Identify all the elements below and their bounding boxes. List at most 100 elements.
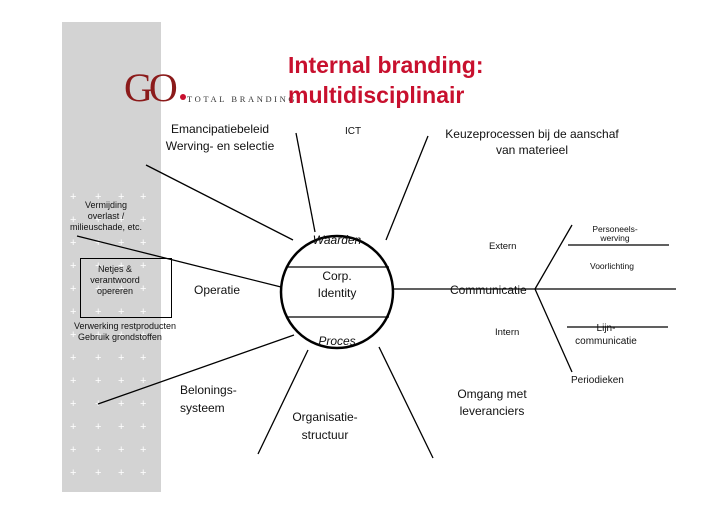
label-suppliers-line-1: Omgang met (457, 387, 527, 401)
spoke-line-suppliers (378, 346, 434, 459)
center-middle-label: Corp. Identity (297, 268, 377, 302)
label-responsible-line-1: Netjes & (97, 264, 132, 274)
plus-icon: + (70, 214, 77, 226)
label-ict: ICT (345, 126, 362, 137)
label-extern: Extern (489, 241, 517, 252)
label-personnel: Personeels- werving (580, 225, 650, 243)
label-recruitment: Emancipatiebeleid Werving- en selectie (155, 121, 285, 155)
label-organisation-line-1: Organisatie- (292, 410, 358, 424)
label-nuisance-line-1: Vermijding (84, 200, 128, 210)
plus-icon: + (118, 237, 125, 249)
spoke-line-purchasing (385, 135, 429, 241)
plus-icon: + (140, 306, 147, 318)
plus-icon: + (140, 375, 147, 387)
plus-icon: + (70, 191, 77, 203)
label-nuisance-line-3: milieuschade, etc. (69, 222, 143, 232)
label-intern: Intern (495, 327, 520, 338)
plus-icon: + (70, 467, 77, 479)
label-responsible-line-3: opereren (96, 286, 134, 296)
plus-icon: + (70, 444, 77, 456)
plus-icon: + (140, 352, 147, 364)
company-logo: GO TOTAL BRANDING (124, 65, 298, 110)
label-residual-line-2: Gebruik grondstoffen (78, 332, 162, 342)
title-line-1: Internal branding: (288, 52, 484, 78)
plus-icon: + (118, 214, 125, 226)
plus-icon: + (118, 352, 125, 364)
plus-icon: + (70, 421, 77, 433)
center-circle (279, 234, 395, 350)
decorative-sidebar (62, 22, 161, 492)
label-nuisance-line-2: overlast / (87, 211, 125, 221)
plus-icon: + (95, 214, 102, 226)
plus-icon: + (140, 260, 147, 272)
plus-icon: + (95, 375, 102, 387)
label-suppliers-line-2: leveranciers (459, 404, 525, 418)
label-rewards-line-1: Belonings- (180, 383, 237, 397)
plus-icon: + (140, 398, 147, 410)
plus-icon: + (140, 237, 147, 249)
plus-icon: + (118, 191, 125, 203)
plus-icon: + (70, 352, 77, 364)
highlight-box (80, 258, 172, 318)
label-operations: Operatie (194, 283, 241, 297)
label-purchasing-line-1: Keuzeprocessen bij de aanschaf (445, 127, 619, 141)
plus-icon: + (95, 237, 102, 249)
spoke-line-organisation (257, 349, 309, 455)
plus-icon: + (118, 306, 125, 318)
plus-icon: + (95, 444, 102, 456)
label-personnel-line-1: Personeels- (592, 224, 638, 234)
spoke-line-operations (76, 235, 282, 288)
plus-icon: + (118, 467, 125, 479)
label-personnel-line-2: werving (600, 233, 630, 243)
plus-icon: + (140, 467, 147, 479)
center-bottom-label: Proces (318, 334, 356, 348)
plus-icon: + (118, 260, 125, 272)
plus-icon: + (140, 283, 147, 295)
plus-icon: + (70, 237, 77, 249)
plus-icon: + (70, 306, 77, 318)
plus-icon: + (95, 421, 102, 433)
plus-icon: + (95, 329, 102, 341)
label-periodieken: Periodieken (571, 375, 624, 386)
plus-icon: + (95, 283, 102, 295)
center-top-label: Waarden (312, 233, 362, 247)
label-residual-line-1: Verwerking restproducten (74, 321, 177, 331)
plus-icon: + (140, 329, 147, 341)
label-line-communication-line-1: Lijn- (596, 323, 616, 334)
logo-tagline: TOTAL BRANDING (187, 94, 298, 104)
plus-icon: + (70, 398, 77, 410)
label-communication: Communicatie (450, 283, 527, 297)
plus-icon: + (95, 191, 102, 203)
plus-icon: + (140, 421, 147, 433)
label-recruitment-line-1: Emancipatiebeleid (170, 122, 270, 136)
plus-icon: + (118, 375, 125, 387)
label-responsible: Netjes & verantwoord opereren (80, 264, 150, 297)
label-responsible-line-2: verantwoord (90, 275, 140, 285)
plus-icon: + (95, 352, 102, 364)
label-line-communication: Lijn- communicatie (567, 322, 645, 348)
plus-icon: + (140, 214, 147, 226)
spoke-line-recruitment (145, 164, 294, 241)
label-recruitment-line-2: Werving- en selectie (165, 139, 275, 153)
title-line-2: multidisciplinair (288, 82, 465, 108)
comm-branch-upper (534, 224, 573, 290)
plus-icon: + (118, 329, 125, 341)
label-purchasing-line-2: van materieel (495, 143, 569, 157)
spoke-line-rewards (97, 334, 295, 405)
spoke-line-ict (295, 132, 316, 233)
plus-icon: + (95, 260, 102, 272)
label-organisation: Organisatie- structuur (282, 408, 368, 444)
page-title: Internal branding: multidisciplinair (288, 50, 484, 110)
label-residual: Verwerking restproducten Gebruik grondst… (74, 321, 176, 343)
plus-icon: + (118, 283, 125, 295)
plus-icon: + (70, 375, 77, 387)
plus-icon: + (70, 283, 77, 295)
logo-mark: GO (124, 65, 178, 110)
plus-icon: + (95, 306, 102, 318)
comm-branch-lower (534, 288, 573, 373)
plus-icon: + (140, 191, 147, 203)
label-rewards-line-2: systeem (180, 401, 225, 415)
label-rewards: Belonings- systeem (180, 381, 237, 417)
plus-icon: + (70, 329, 77, 341)
